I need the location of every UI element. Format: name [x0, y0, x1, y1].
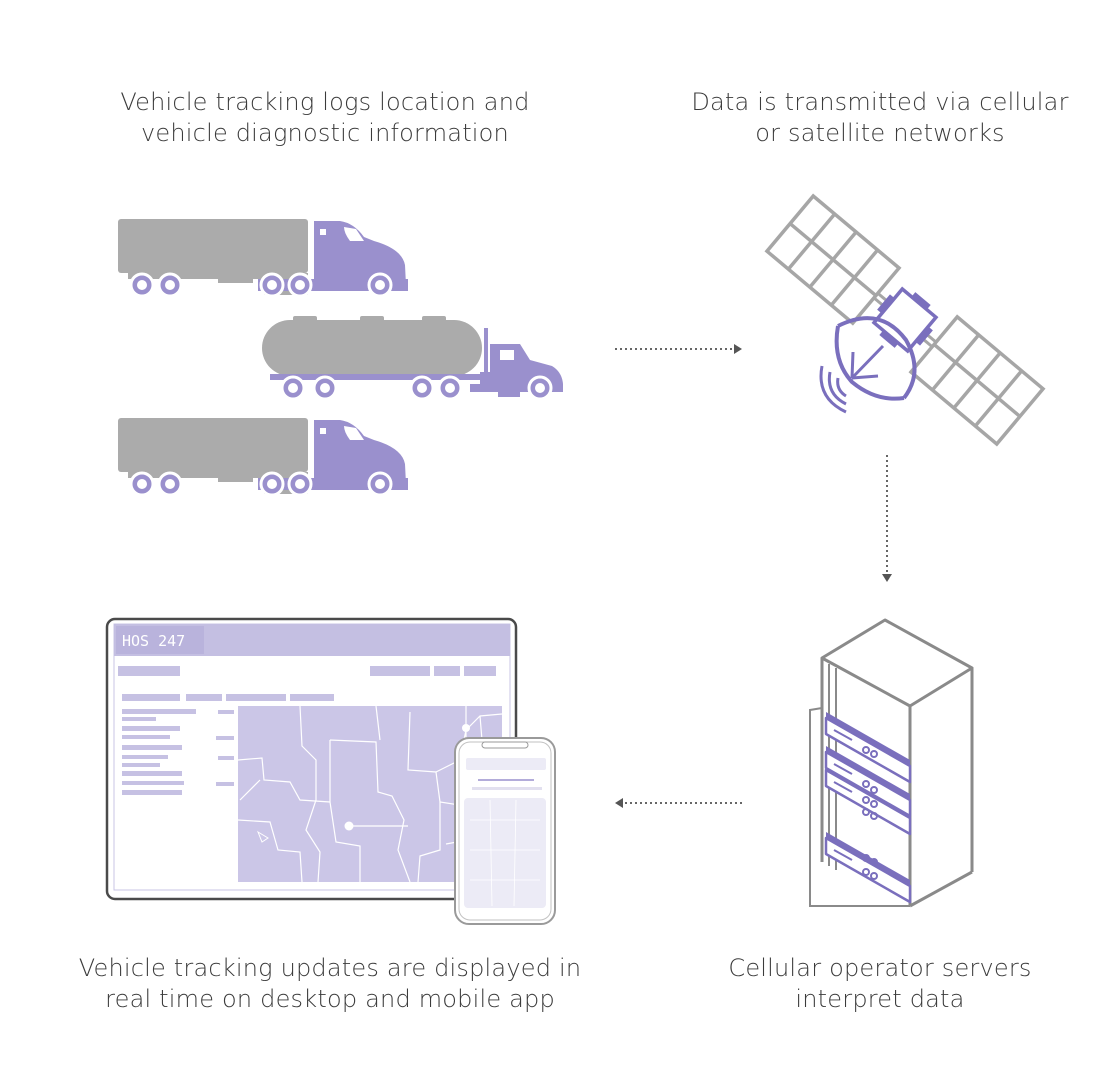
- step-3-caption-line-2: interpret data: [795, 985, 965, 1013]
- arrow-to-satellite: [615, 344, 742, 354]
- solar-panel-left: [764, 193, 902, 326]
- step-4-caption-line-1: Vehicle tracking updates are displayed i…: [78, 954, 582, 982]
- box-truck-bottom: [116, 416, 410, 497]
- step-4-caption-line-2: real time on desktop and mobile app: [105, 985, 555, 1013]
- step-3-caption-line-1: Cellular operator servers: [728, 954, 1032, 982]
- server-rack-icon: [809, 618, 974, 908]
- satellite-icon: [764, 193, 1046, 447]
- solar-panel-right: [908, 314, 1046, 447]
- vehicle-list: [122, 709, 234, 795]
- tanker-truck: [262, 316, 563, 401]
- step-2-caption: Data is transmitted via cellular or sate…: [620, 87, 1120, 149]
- arrow-to-devices: [615, 798, 742, 808]
- step-2-caption-line-2: or satellite networks: [755, 119, 1005, 147]
- arrow-to-server: [882, 455, 892, 582]
- step-1-caption: Vehicle tracking logs location and vehic…: [60, 87, 590, 149]
- tablet-phone-icon: HOS 247: [105, 617, 556, 925]
- box-truck-top: [116, 217, 410, 298]
- phone-map: [464, 798, 546, 908]
- app-brand-logo: HOS 247: [122, 632, 185, 650]
- step-1-caption-line-1: Vehicle tracking logs location and: [120, 88, 530, 116]
- step-3-caption: Cellular operator servers interpret data: [640, 953, 1120, 1015]
- server-units: [824, 712, 912, 904]
- step-4-caption: Vehicle tracking updates are displayed i…: [40, 953, 620, 1015]
- step-2-caption-line-1: Data is transmitted via cellular: [691, 88, 1069, 116]
- step-1-caption-line-2: vehicle diagnostic information: [141, 119, 509, 147]
- signal-waves-icon: [819, 365, 847, 414]
- trucks-icon: [116, 217, 563, 497]
- phone: [454, 737, 556, 925]
